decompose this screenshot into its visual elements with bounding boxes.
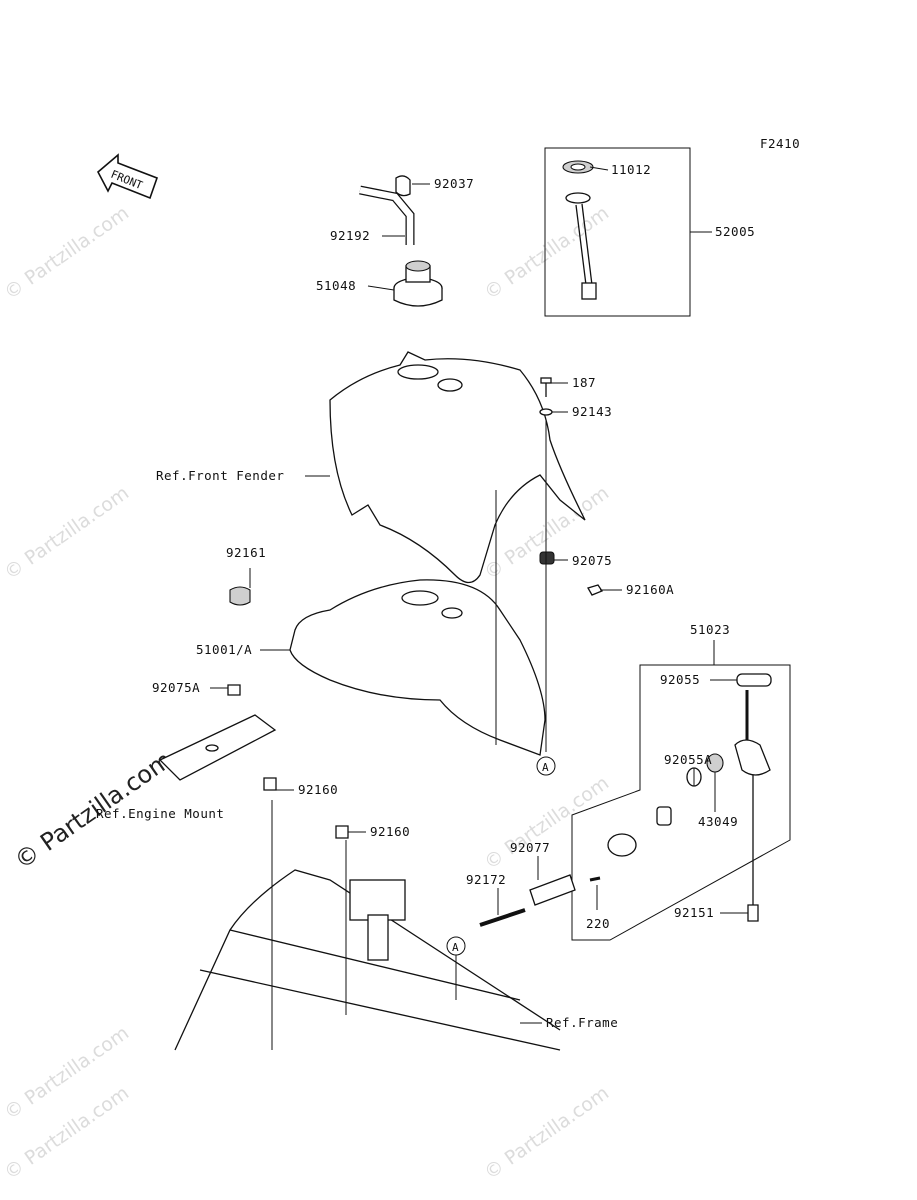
reference-marker-a: A A [446,756,556,956]
watermark: © Partzilla.com [480,1082,613,1184]
label-92055A: 92055A [664,752,712,767]
label-92172: 92172 [466,872,506,887]
svg-text:A: A [542,761,549,774]
label-220: 220 [586,916,610,931]
leader-lines [210,166,748,1050]
label-51001A: 51001/A [196,642,252,657]
fuel-tank [229,579,546,756]
figure-code: F2410 [760,136,800,151]
front-arrow-icon: FRONT [96,153,159,200]
watermark: © Partzilla.com [0,202,133,304]
label-ref-frame: Ref.Frame [546,1015,618,1030]
watermark: © Partzilla.com [480,772,613,874]
grommet-92161 [229,586,251,606]
label-92192: 92192 [330,228,370,243]
fender-bolt [227,377,603,696]
label-52005: 52005 [715,224,755,239]
fuel-cock-assembly [479,664,791,941]
label-92160A: 92160A [626,582,674,597]
label-92160: 92160 [298,782,338,797]
watermark: © Partzilla.com [0,482,133,584]
label-92161: 92161 [226,545,266,560]
label-92077: 92077 [510,840,550,855]
label-ref-front-fender: Ref.Front Fender [156,468,284,483]
front-fender [329,351,586,584]
engine-mount-bracket [158,714,277,781]
fuel-cap [393,260,443,307]
label-187: 187 [572,375,596,390]
label-43049: 43049 [698,814,738,829]
label-51048: 51048 [316,278,356,293]
fuel-gauge-assembly [544,147,691,317]
label-92075A: 92075A [152,680,200,695]
label-92151: 92151 [674,905,714,920]
label-ref-engine-mount: Ref.Engine Mount [96,806,224,821]
label-51023: 51023 [690,622,730,637]
breather-hose [359,175,415,245]
label-92055: 92055 [660,672,700,687]
label-92075: 92075 [572,553,612,568]
label-92160: 92160 [370,824,410,839]
part-labels: 11012 92037 52005 92192 51048 187 92143 … [96,162,755,1030]
label-92037: 92037 [434,176,474,191]
vehicle-frame [174,777,561,1051]
svg-text:A: A [452,941,459,954]
label-11012: 11012 [611,162,651,177]
label-92143: 92143 [572,404,612,419]
